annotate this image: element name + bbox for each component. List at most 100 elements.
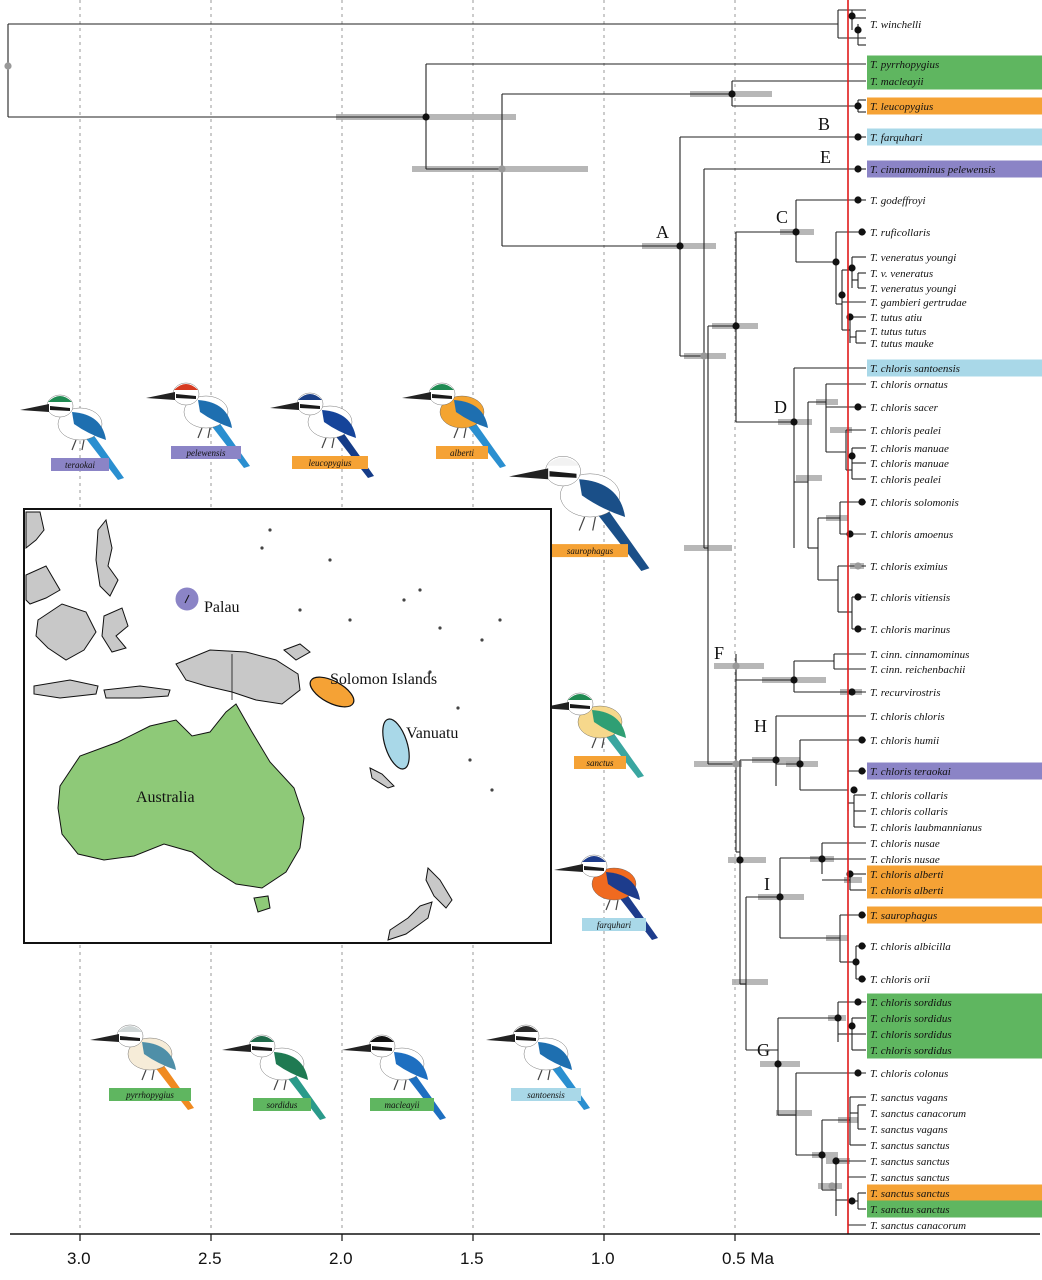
pacific-island <box>402 598 406 602</box>
node-dot <box>858 767 866 775</box>
axis-tick-label: 0.5 Ma <box>722 1249 775 1268</box>
land-sumatra <box>25 565 61 605</box>
node-dot <box>676 242 684 250</box>
bird-feet <box>197 427 211 439</box>
tip-highlight <box>867 1025 1042 1043</box>
tip-label: T. chloris pealei <box>870 425 941 437</box>
tip-label: T. sanctus sanctus <box>870 1188 950 1200</box>
tip-label: T. macleayii <box>870 76 924 88</box>
tip-label: T. chloris santoensis <box>870 363 960 375</box>
age-bar <box>830 427 852 433</box>
tip-label: T. chloris manuae <box>870 443 949 455</box>
bird-sordidus: sordidus <box>222 1034 326 1120</box>
bird-sanctus: sanctus <box>540 692 644 778</box>
tip-label: T. veneratus youngi <box>870 283 956 295</box>
node-letter-e: E <box>820 147 831 167</box>
tip-label: T. chloris vitiensis <box>870 592 950 604</box>
node-dot <box>858 498 866 506</box>
bird-crown <box>48 396 72 402</box>
bird-beak <box>509 468 549 480</box>
bird-feet <box>578 516 596 531</box>
tip-label: T. chloris nusae <box>870 854 940 866</box>
axis-tick-label: 1.0 <box>591 1249 615 1268</box>
node-dot <box>848 688 856 696</box>
tip-label: T. chloris amoenus <box>870 529 953 541</box>
node-dot <box>732 760 740 768</box>
tip-label: T. cinn. cinnamominus <box>870 649 969 661</box>
bird-label-box <box>51 458 109 471</box>
bird-wing <box>592 710 626 738</box>
tip-label: T. chloris collaris <box>870 806 948 818</box>
tip-label: T. chloris orii <box>870 974 930 986</box>
bird-tail <box>604 728 644 778</box>
bird-wing <box>454 400 488 428</box>
bird-beak <box>486 1034 515 1042</box>
node-letter-d: D <box>774 397 787 417</box>
bird-label: leucopygius <box>309 458 352 468</box>
node-dot <box>848 264 856 272</box>
tip-label: T. chloris teraokai <box>870 766 951 778</box>
node-dot <box>848 12 856 20</box>
bird-feet <box>141 1069 155 1081</box>
bird-macleayii: macleayii <box>342 1034 446 1120</box>
node-letter-a: A <box>656 222 669 242</box>
bird-pyrrhopygius: pyrrhopygius <box>90 1024 194 1110</box>
bird-label-box <box>582 918 646 931</box>
bird-crown <box>568 694 592 700</box>
bird-wing <box>538 1042 572 1070</box>
node-dot <box>848 1197 856 1205</box>
tip-label: T. tutus atiu <box>870 312 923 324</box>
age-bar <box>796 475 822 481</box>
bird-leucopygius: leucopygius <box>270 392 374 478</box>
tip-label: T. chloris nusae <box>870 838 940 850</box>
bird-feet <box>453 427 467 439</box>
node-dot <box>848 452 856 460</box>
tip-label: T. sanctus canacorum <box>870 1220 966 1232</box>
tip-label: T. tutus mauke <box>870 338 934 350</box>
bird-pelewensis: pelewensis <box>146 382 250 468</box>
tip-label: T. veneratus youngi <box>870 252 956 264</box>
bird-saurophagus: saurophagus <box>509 456 650 571</box>
node-dot <box>732 322 740 330</box>
pacific-island <box>468 758 472 762</box>
node-dot <box>854 102 862 110</box>
bird-tail <box>466 418 506 468</box>
pacific-island <box>268 528 272 532</box>
bird-label-box <box>552 544 628 558</box>
bird-wing <box>606 872 640 900</box>
tip-highlight <box>867 359 1042 377</box>
bird-wing <box>579 479 626 517</box>
bird-tail <box>286 1070 326 1120</box>
tip-highlight <box>867 97 1042 115</box>
bird-eye-stripe <box>300 404 320 409</box>
bird-beak <box>222 1044 251 1052</box>
tip-label: T. sanctus sanctus <box>870 1156 950 1168</box>
node-dot <box>854 625 862 633</box>
map-label-vanuatu: Vanuatu <box>406 725 458 742</box>
bird-beak <box>270 402 299 410</box>
node-letter-b: B <box>818 114 830 134</box>
land-borneo <box>35 603 97 661</box>
tip-highlight <box>867 865 1042 883</box>
bird-illustrations: teraokaipelewensisleucopygiusalbertisaur… <box>20 382 658 1120</box>
bird-label: teraokai <box>65 460 95 470</box>
tip-label: T. cinnamominus pelewensis <box>870 164 995 176</box>
node-dot <box>854 196 862 204</box>
node-dot <box>858 228 866 236</box>
node-dot <box>790 418 798 426</box>
tip-label: T. chloris alberti <box>870 869 943 881</box>
map-label-australia: Australia <box>136 789 195 806</box>
tip-label: T. chloris collaris <box>870 790 948 802</box>
pacific-island <box>498 618 502 622</box>
node-dot <box>796 760 804 768</box>
node-dot <box>422 113 430 121</box>
node-dot <box>774 1060 782 1068</box>
pacific-island <box>456 706 460 710</box>
bird-label-box <box>370 1098 434 1111</box>
bird-eye-stripe <box>584 866 604 871</box>
tip-label: T. chloris humii <box>870 735 939 747</box>
bird-farquhari: farquhari <box>554 854 658 940</box>
bird-wing <box>394 1052 428 1080</box>
